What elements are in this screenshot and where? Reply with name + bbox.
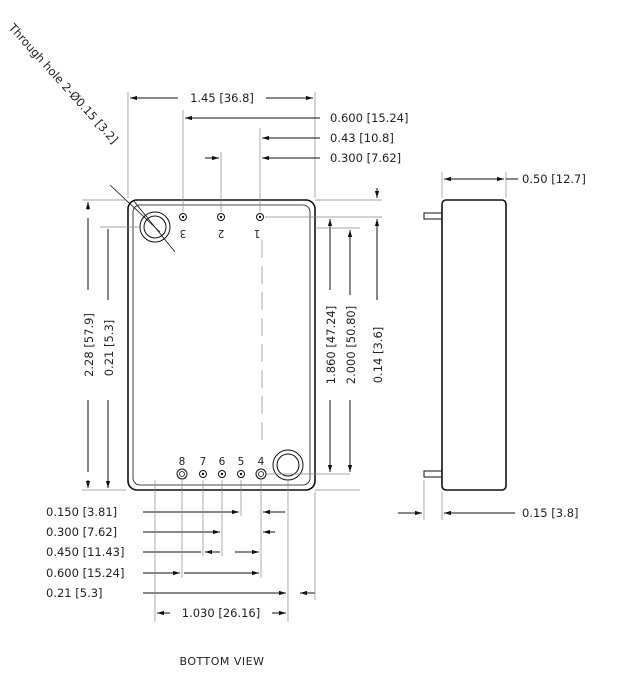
dim-0300-bot-text: 0.300 [7.62] [46,525,117,539]
dim-height-228: 2.28 [57.9] [82,199,126,491]
dim-021-bot: 0.21 [5.3] [46,480,315,622]
pin-2: 2 [217,213,225,239]
dim-0300-top: 0.300 [7.62] [205,151,401,212]
dim-0600-top: 0.600 [15.24] [182,110,408,212]
dim-050: 0.50 [12.7] [441,172,586,198]
dim-014-text: 0.14 [3.6] [371,327,385,384]
dim-0300-bot: 0.300 [7.62] [46,480,275,556]
pin-1-label: 1 [254,227,261,239]
dim-0150: 0.150 [3.81] [46,480,285,578]
pin-2-label: 2 [218,227,225,239]
pin-8-label: 8 [179,456,186,468]
pin-4: 4 [255,456,267,480]
dim-043: 0.43 [10.8] [259,128,394,212]
dim-width-145: 1.45 [36.8] [127,91,316,198]
dim-0300-top-text: 0.300 [7.62] [330,151,401,165]
module-body-bottom-view [127,199,316,491]
pin-1: 1 [254,213,264,239]
dim-0600-bot-text: 0.600 [15.24] [46,566,124,580]
pin-6-label: 6 [219,456,226,468]
dim-1860: 1.860 [47.24] [265,216,382,475]
dim-1030-text: 1.030 [26.16] [182,606,260,620]
dim-width-145-text: 1.45 [36.8] [190,91,254,105]
pin-3-label: 3 [180,227,187,239]
view-label: BOTTOM VIEW [180,655,265,668]
dim-height-228-text: 2.28 [57.9] [82,313,96,377]
pin-4-label: 4 [258,456,265,468]
dim-021-left: 0.21 [5.3] [100,226,140,488]
pin-5: 5 [237,456,245,478]
dim-0600-top-text: 0.600 [15.24] [330,111,408,125]
dim-0450: 0.450 [11.43] [46,480,259,559]
module-side-view [423,199,507,491]
dim-1030: 1.030 [26.16] [154,480,316,622]
dim-0450-text: 0.450 [11.43] [46,545,124,559]
dim-2000: 2.000 [50.80] [315,227,360,491]
pin-5-label: 5 [238,456,245,468]
dim-2000-text: 2.000 [50.80] [344,306,358,384]
pin-7-label: 7 [200,456,207,468]
dim-021-bot-text: 0.21 [5.3] [46,586,103,600]
dim-021-left-text: 0.21 [5.3] [102,320,116,377]
hole-note-text: Through hole 2-Ø0.15 [3.2] [5,20,121,147]
pin-7: 7 [199,456,207,478]
dim-1860-text: 1.860 [47.24] [324,306,338,384]
dim-015-side-text: 0.15 [3.8] [522,506,579,520]
dim-0600-bot: 0.600 [15.24] [46,480,259,580]
dim-0150-text: 0.150 [3.81] [46,505,117,519]
pin-3: 3 [179,213,187,239]
mounting-hole-bottom-right [272,449,304,481]
pin-8: 8 [176,456,188,480]
dim-043-text: 0.43 [10.8] [330,131,394,145]
dim-015-side: 0.15 [3.8] [398,480,579,520]
dim-014: 0.14 [3.6] [315,188,385,383]
dim-050-text: 0.50 [12.7] [522,172,586,186]
pin-6: 6 [218,456,226,478]
